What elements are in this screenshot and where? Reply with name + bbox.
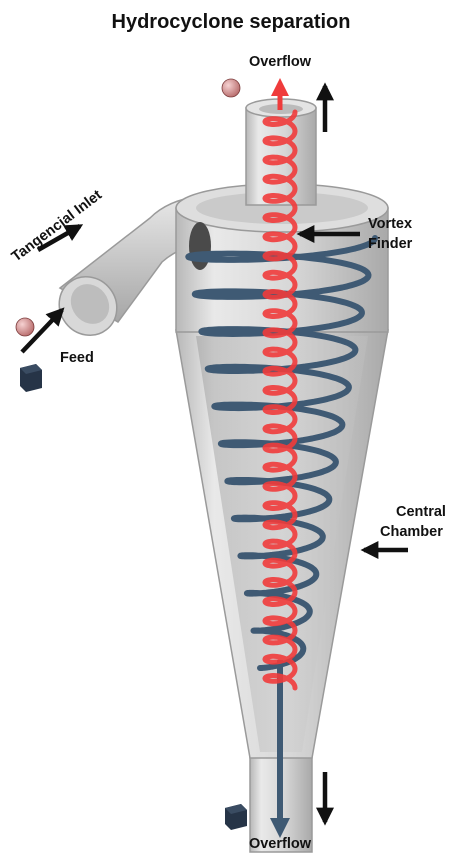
feed-label: Feed [60, 350, 94, 366]
diagram-title: Hydrocyclone separation [112, 11, 351, 33]
cube-particle-icon [20, 364, 42, 392]
sphere-particle-icon [16, 318, 34, 336]
overflow-bottom-label: Overflow [249, 836, 312, 852]
vortex-finder-label-line1: Vortex [368, 216, 412, 232]
vortex-finder-label-line2: Finder [368, 236, 413, 252]
inlet-opening [189, 222, 211, 270]
central-chamber-label-line2: Chamber [380, 524, 443, 540]
central-chamber-label-line1: Central [396, 504, 446, 520]
overflow-top-label: Overflow [249, 54, 312, 70]
tangential-inlet-label: Tangencial Inlet [9, 187, 105, 265]
vortex-finder-tube [246, 99, 316, 205]
cube-particle-icon [225, 804, 247, 830]
sphere-particle-icon [222, 79, 240, 97]
